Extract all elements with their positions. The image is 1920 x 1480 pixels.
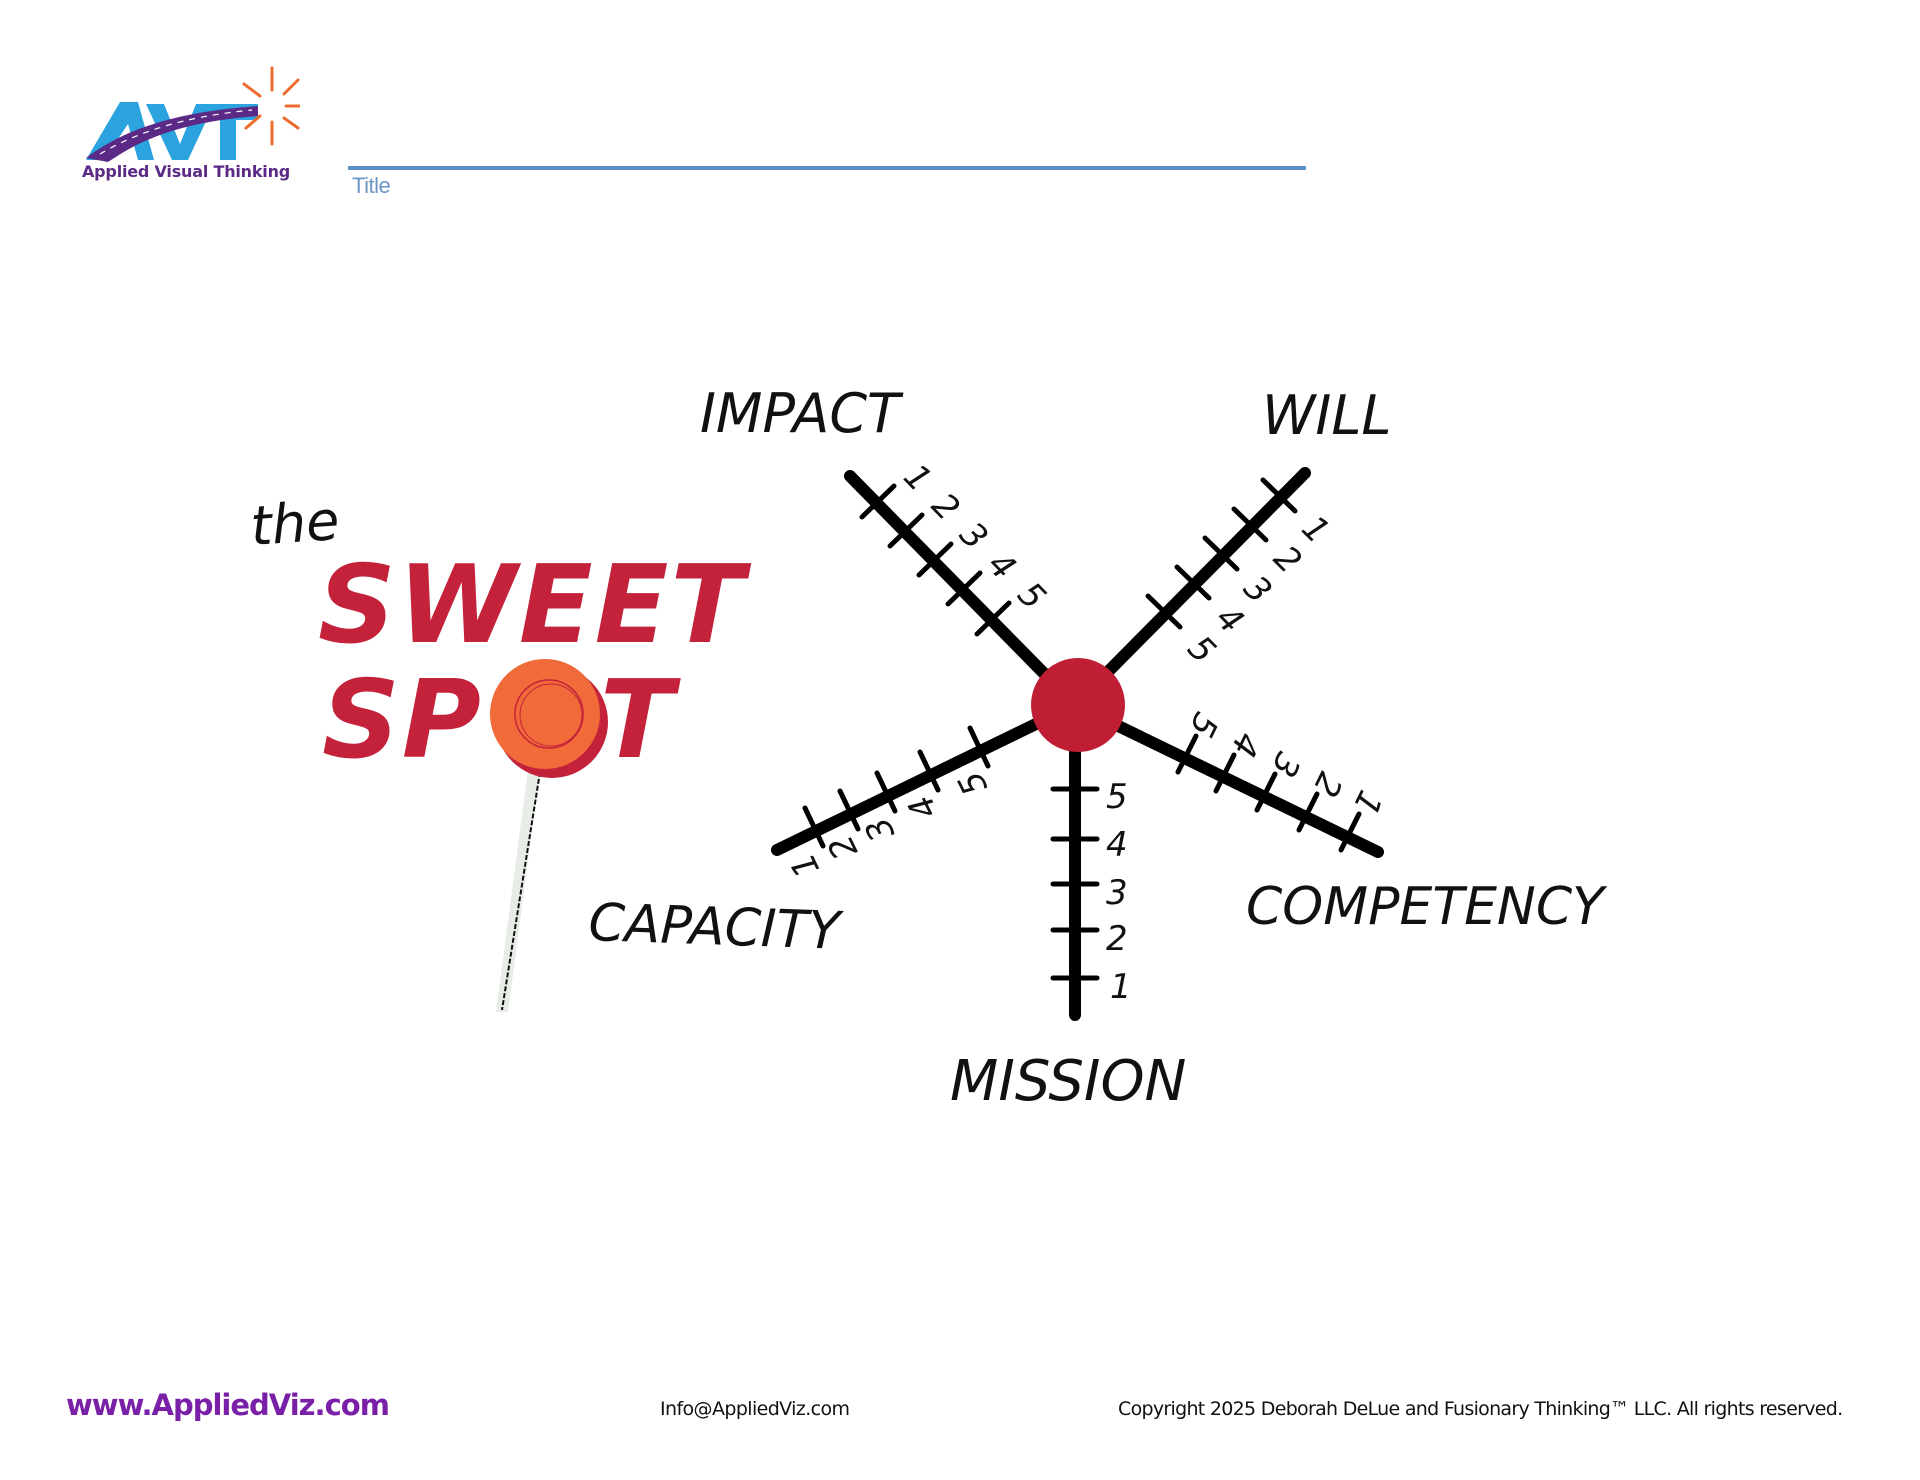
svg-text:3: 3 xyxy=(952,514,996,557)
logo-graphic-icon xyxy=(86,66,310,162)
svg-text:1: 1 xyxy=(896,456,940,499)
axis-label-impact: IMPACT xyxy=(700,382,904,445)
title-underline xyxy=(348,166,1306,170)
capacity-axis xyxy=(771,699,1081,856)
svg-text:1: 1 xyxy=(783,847,828,884)
svg-text:2: 2 xyxy=(821,829,866,866)
svg-text:2: 2 xyxy=(924,485,968,528)
svg-text:5: 5 xyxy=(1180,706,1225,743)
svg-text:4: 4 xyxy=(1222,726,1267,763)
axis-label-will: WILL xyxy=(1262,384,1392,447)
axes xyxy=(771,467,1384,1021)
footer-website-link[interactable]: www.AppliedViz.com xyxy=(66,1388,390,1422)
footer-email-link[interactable]: Info@AppliedViz.com xyxy=(660,1398,850,1420)
heading-prefix: the xyxy=(249,489,342,558)
svg-text:5: 5 xyxy=(1106,777,1128,817)
axis-ticks xyxy=(802,477,1362,981)
svg-text:5: 5 xyxy=(951,765,996,802)
svg-text:2: 2 xyxy=(1304,766,1349,803)
svg-text:4: 4 xyxy=(980,544,1024,587)
will-axis xyxy=(1069,467,1311,711)
heading-line-1: SWEET xyxy=(318,543,751,668)
axis-label-mission: MISSION xyxy=(950,1049,1186,1114)
svg-text:3: 3 xyxy=(1262,746,1307,783)
logo-company-name: Applied Visual Thinking xyxy=(82,162,291,181)
svg-text:1: 1 xyxy=(1110,967,1132,1007)
svg-text:4: 4 xyxy=(901,789,946,826)
footer-copyright: Copyright 2025 Deborah DeLue and Fusiona… xyxy=(1118,1398,1843,1420)
svg-text:3: 3 xyxy=(1106,873,1128,913)
lollipop-icon xyxy=(490,659,608,1012)
heading-line-2-left: SP xyxy=(322,658,483,783)
sweet-spot-center-dot xyxy=(1031,658,1125,752)
svg-text:4: 4 xyxy=(1106,825,1128,865)
title-field-label[interactable]: Title xyxy=(352,173,391,198)
competency-axis xyxy=(1069,699,1384,858)
svg-text:5: 5 xyxy=(1010,574,1054,617)
heading-line-2-right: T xyxy=(600,658,681,783)
svg-text:1: 1 xyxy=(1344,784,1389,821)
avt-logo xyxy=(80,62,310,192)
axis-label-capacity: CAPACITY xyxy=(588,893,846,962)
svg-text:3: 3 xyxy=(858,811,903,848)
axis-label-competency: COMPETENCY xyxy=(1246,877,1608,937)
svg-text:2: 2 xyxy=(1106,919,1128,959)
